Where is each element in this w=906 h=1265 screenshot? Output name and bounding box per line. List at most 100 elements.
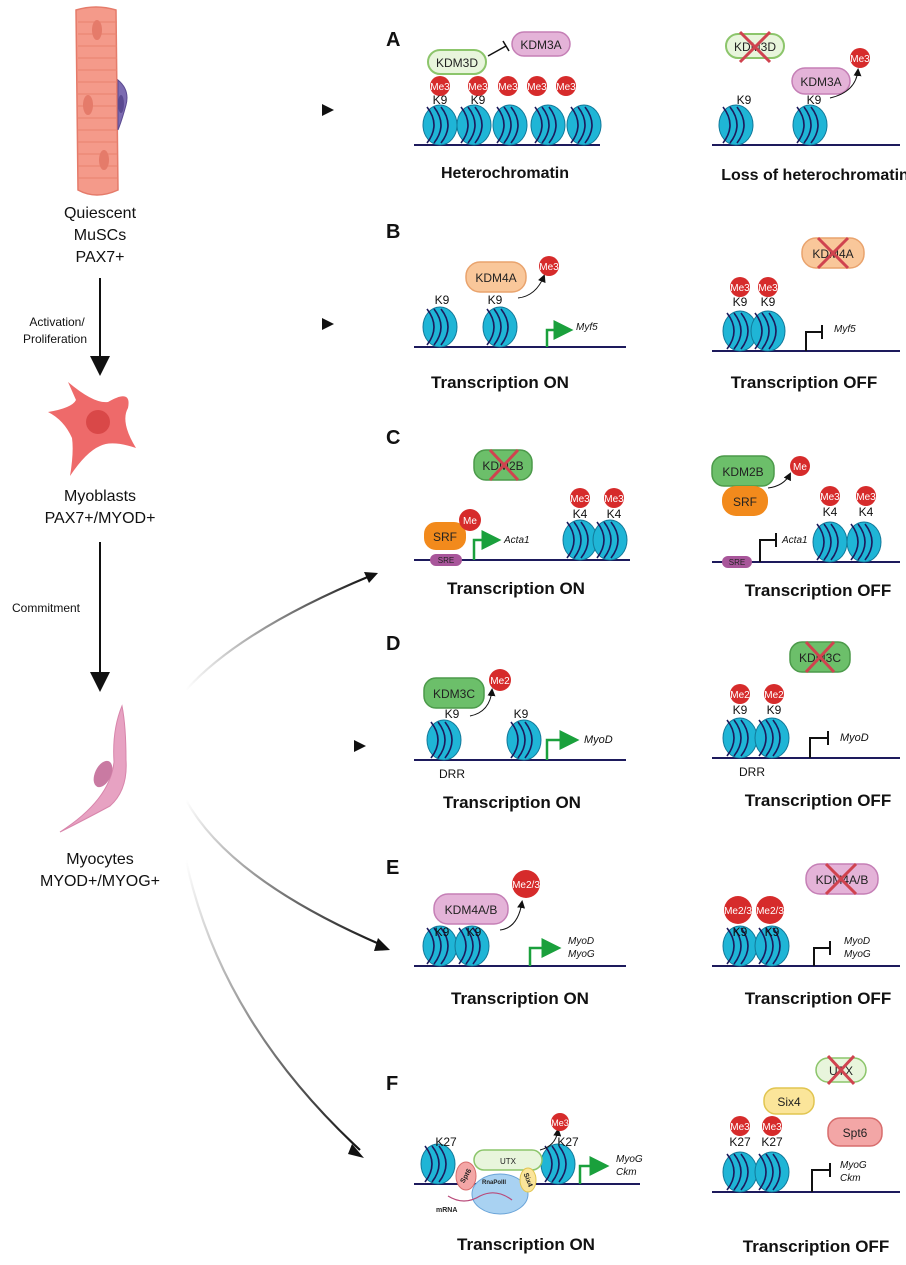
activation-label-2: Proliferation	[23, 332, 87, 346]
svg-text:Me2: Me2	[764, 690, 784, 701]
nucleosome-icon	[454, 925, 490, 967]
svg-text:K9: K9	[733, 295, 748, 309]
svg-text:Ckm: Ckm	[616, 1167, 637, 1178]
svg-text:SRF: SRF	[433, 530, 457, 544]
nucleosome-group	[422, 306, 518, 348]
nucleosome-icon	[506, 719, 542, 761]
svg-text:K9: K9	[433, 93, 448, 107]
svg-text:Me3: Me3	[758, 283, 778, 294]
svg-text:Me3: Me3	[527, 82, 547, 93]
nucleosome-icon	[456, 104, 492, 146]
svg-text:K4: K4	[607, 507, 622, 521]
svg-text:Ckm: Ckm	[840, 1173, 861, 1184]
nucleosome-icon	[530, 104, 566, 146]
panel-c-letter: C	[386, 427, 400, 449]
svg-text:K9: K9	[471, 93, 486, 107]
svg-text:Me3: Me3	[604, 494, 624, 505]
nucleosome-icon	[566, 104, 602, 146]
muscle-fiber-icon	[75, 6, 128, 196]
nucleosome-icon	[754, 717, 790, 759]
svg-text:KDM3C: KDM3C	[433, 687, 475, 701]
nucleosome-icon	[722, 1151, 758, 1193]
arrow-to-panel-c	[185, 574, 371, 691]
svg-text:K27: K27	[761, 1135, 783, 1149]
svg-text:SRE: SRE	[729, 558, 745, 567]
panel-b-right: KDM4A Me3 Me3 K9 K9 Myf5 Transcription O…	[712, 236, 900, 392]
svg-text:MyoG: MyoG	[844, 949, 871, 960]
svg-text:Me: Me	[463, 516, 477, 527]
svg-text:Myf5: Myf5	[576, 322, 598, 333]
nucleosome-icon	[750, 310, 786, 352]
svg-text:MyoG: MyoG	[568, 949, 595, 960]
svg-text:Me2/3: Me2/3	[512, 880, 540, 891]
nucleosome-group	[722, 1151, 790, 1193]
nucleosome-group	[562, 519, 628, 561]
kdm3a-label: KDM3A	[520, 38, 561, 52]
quiescent-label-1: Quiescent	[64, 205, 137, 222]
svg-text:MyoD: MyoD	[584, 734, 613, 746]
activation-label-1: Activation/	[29, 315, 85, 329]
svg-text:MyoD: MyoD	[568, 936, 594, 947]
svg-text:K9: K9	[733, 703, 748, 717]
panel-a-left: KDM3D KDM3A Me3 Me3 Me3 Me3 Me3 K9 K9 He…	[414, 31, 602, 182]
svg-text:K4: K4	[823, 505, 838, 519]
svg-text:Me2: Me2	[730, 690, 750, 701]
nucleosome-icon	[812, 521, 848, 563]
svg-text:K9: K9	[467, 925, 482, 939]
panel-a-letter: A	[386, 29, 400, 51]
nucleosome-icon	[422, 104, 458, 146]
panel-b-left: KDM4A Me3 K9 K9 Myf5 Transcription ON	[414, 256, 626, 392]
arrow-to-panel-e	[185, 799, 385, 948]
nucleosome-icon	[422, 925, 458, 967]
nucleosome-icon	[722, 925, 758, 967]
svg-text:Me3: Me3	[551, 1118, 569, 1128]
svg-text:SRE: SRE	[438, 556, 454, 565]
nucleosome-group	[420, 1143, 576, 1185]
svg-text:K9: K9	[435, 925, 450, 939]
svg-text:Transcription ON: Transcription ON	[457, 1235, 595, 1254]
svg-text:Me3: Me3	[856, 492, 876, 503]
panel-f-left: RnaPolII UTX Spt6 Six4 mRNA Me3 K27 K27 …	[414, 1113, 643, 1254]
svg-text:MyoD: MyoD	[844, 936, 870, 947]
nucleosome-icon	[722, 717, 758, 759]
arrow-to-panel-f	[184, 859, 361, 1151]
svg-text:DRR: DRR	[739, 765, 765, 779]
panel-c-left: KDM2B SRF Me SRE Acta1 Me3 Me3 K4 K4 Tra…	[414, 448, 630, 598]
panel-f-letter: F	[386, 1073, 398, 1095]
loss-heterochromatin-caption: Loss of heterochromatin	[721, 167, 906, 184]
svg-text:SRF: SRF	[733, 495, 757, 509]
nucleosome-group	[426, 719, 542, 761]
svg-text:K9: K9	[765, 925, 780, 939]
svg-text:KDM4A/B: KDM4A/B	[445, 903, 498, 917]
svg-text:Acta1: Acta1	[781, 535, 808, 546]
svg-text:MyoD: MyoD	[840, 732, 869, 744]
svg-text:K9: K9	[767, 703, 782, 717]
svg-text:K9: K9	[761, 295, 776, 309]
svg-text:RnaPolII: RnaPolII	[482, 1180, 506, 1186]
svg-text:K27: K27	[729, 1135, 751, 1149]
svg-text:Me3: Me3	[570, 494, 590, 505]
svg-text:K27: K27	[557, 1135, 579, 1149]
nucleosome-group	[422, 104, 602, 146]
svg-text:K9: K9	[514, 707, 529, 721]
svg-text:DRR: DRR	[439, 767, 465, 781]
svg-text:Transcription ON: Transcription ON	[443, 793, 581, 812]
panel-a-right: KDM3D KDM3A Me3 K9 K9 Loss of heterochro…	[712, 30, 906, 184]
nucleosome-icon	[592, 519, 628, 561]
nucleosome-group	[722, 310, 786, 352]
svg-text:Me3: Me3	[556, 82, 576, 93]
svg-text:Me3: Me3	[850, 54, 870, 65]
svg-text:KDM4A: KDM4A	[475, 271, 516, 285]
nucleosome-icon	[562, 519, 598, 561]
svg-text:Me3: Me3	[539, 262, 559, 273]
svg-text:Me2/3: Me2/3	[756, 906, 784, 917]
myocytes-label-1: Myocytes	[66, 851, 134, 868]
panel-c-right: KDM2B SRF Me SRE Acta1 Me3 Me3 K4 K4 Tra…	[711, 455, 900, 600]
panel-f-right: UTX Six4 Spt6 Me3 Me3 K27 K27 MyoG Ckm T…	[712, 1054, 900, 1256]
svg-text:UTX: UTX	[500, 1157, 517, 1166]
svg-text:Me: Me	[793, 462, 807, 473]
svg-text:Transcription ON: Transcription ON	[431, 373, 569, 392]
myocytes-label-2: MYOD+/MYOG+	[40, 873, 160, 890]
